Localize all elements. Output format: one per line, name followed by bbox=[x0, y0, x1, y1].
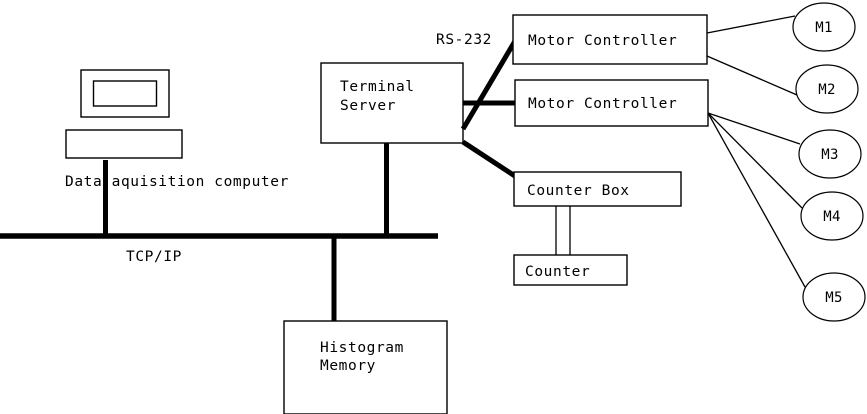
histogram-memory-node: Histogram Memory bbox=[283, 320, 448, 414]
counter-box-label: Counter Box bbox=[527, 183, 630, 199]
counter-label: Counter bbox=[525, 264, 590, 280]
link-terminal-server-to-motor-controller-1 bbox=[460, 39, 518, 131]
motor-m2-label: M2 bbox=[818, 82, 835, 98]
link-motor-controller-2-to-m4 bbox=[707, 112, 803, 209]
motor-controller-2-box bbox=[514, 79, 709, 127]
histogram-memory-box bbox=[283, 320, 448, 414]
terminal-server-label-line2: Server bbox=[340, 98, 396, 114]
motor-controller-1-node: Motor Controller bbox=[512, 14, 708, 65]
data-acquisition-computer-label: Data aquisition computer bbox=[65, 174, 289, 190]
data-acquisition-computer-node: Data aquisition computer bbox=[65, 69, 289, 190]
rs232-label: RS-232 bbox=[436, 32, 492, 48]
computer-base-icon bbox=[65, 129, 183, 159]
link-motor-controller-2-to-m3 bbox=[707, 112, 801, 145]
counter-node: Counter bbox=[513, 254, 628, 286]
link-terminal-server-to-counter-box bbox=[461, 139, 523, 183]
motor-m4-label: M4 bbox=[823, 209, 840, 225]
motor-m1-node: M1 bbox=[792, 2, 856, 52]
motor-m2-node: M2 bbox=[795, 64, 859, 114]
tcpip-bus-label: TCP/IP bbox=[126, 249, 182, 265]
motor-m1-label: M1 bbox=[815, 20, 832, 36]
motor-m4-ellipse bbox=[800, 191, 864, 241]
terminal-server-box bbox=[320, 62, 464, 144]
motor-controller-2-node: Motor Controller bbox=[514, 79, 709, 127]
link-motor-controller-2-to-m5 bbox=[707, 112, 806, 288]
motor-controller-1-box bbox=[512, 14, 708, 65]
motor-m4-node: M4 bbox=[800, 191, 864, 241]
motor-m2-ellipse bbox=[795, 64, 859, 114]
histogram-memory-label-line2: Memory bbox=[320, 358, 376, 374]
motor-m5-node: M5 bbox=[802, 272, 866, 322]
link-motor-controller-1-to-m1 bbox=[706, 15, 796, 34]
histogram-memory-label-line1: Histogram bbox=[320, 340, 404, 356]
motor-m3-ellipse bbox=[798, 129, 862, 179]
motor-m3-node: M3 bbox=[798, 129, 862, 179]
counter-box-node: Counter Box bbox=[513, 171, 682, 207]
motor-controller-2-label: Motor Controller bbox=[528, 96, 677, 112]
terminal-server-label-line1: Terminal bbox=[340, 79, 415, 95]
link-motor-controller-1-to-m2 bbox=[706, 55, 798, 96]
terminal-server-node: Terminal Server bbox=[320, 62, 464, 144]
motor-m5-ellipse bbox=[802, 272, 866, 322]
motor-controller-1-label: Motor Controller bbox=[528, 33, 677, 49]
motor-m5-label: M5 bbox=[825, 290, 842, 306]
motor-m1-ellipse bbox=[792, 2, 856, 52]
motor-m3-label: M3 bbox=[821, 147, 838, 163]
counter-box-rect bbox=[513, 171, 682, 207]
monitor-screen-icon bbox=[92, 80, 158, 107]
counter-rect bbox=[513, 254, 628, 286]
